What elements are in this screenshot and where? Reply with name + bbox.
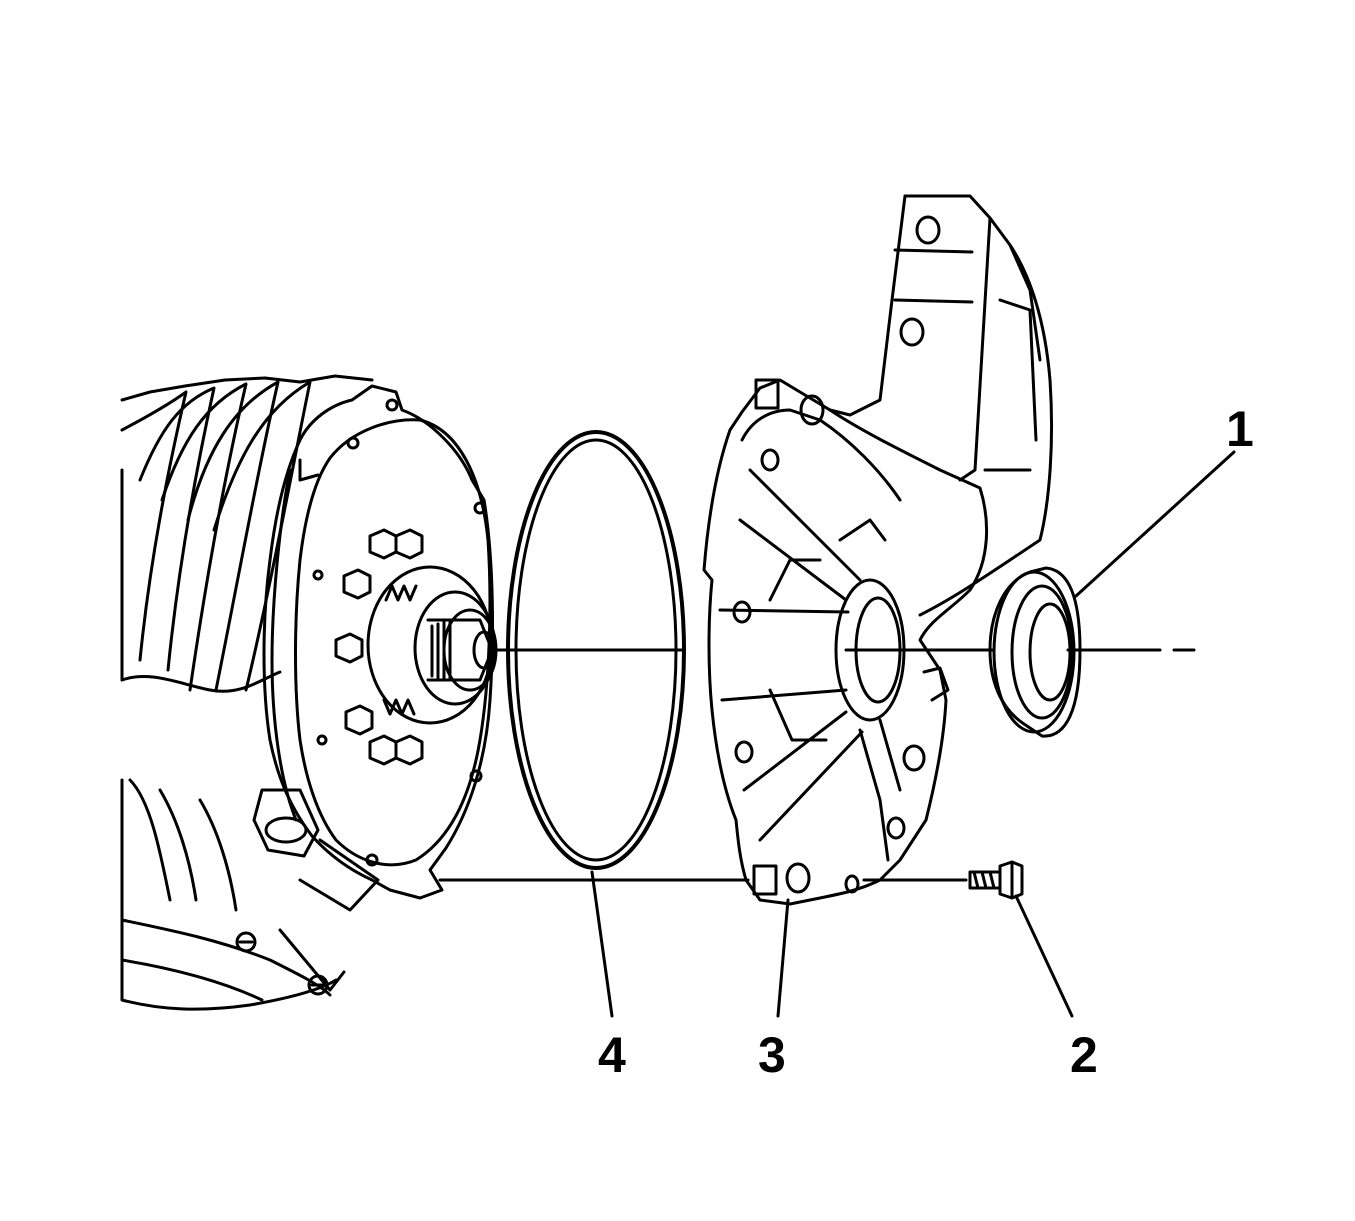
- callout-4: 4: [598, 1027, 626, 1083]
- callout-4-leader: [590, 870, 614, 1018]
- transmission-output-hub: [334, 528, 498, 766]
- callout-leaders: [590, 450, 1236, 1018]
- callout-2: 2: [1070, 1027, 1098, 1083]
- callout-3: 3: [758, 1027, 786, 1083]
- callout-1-leader: [1074, 450, 1236, 598]
- seal-ring: [988, 566, 1082, 738]
- callout-1: 1: [1226, 401, 1254, 457]
- alignment-lines: [438, 648, 1196, 882]
- bolt: [968, 860, 1024, 900]
- callout-3-leader: [776, 898, 790, 1018]
- transfer-case-cover: [702, 194, 1054, 906]
- transmission-housing: [120, 374, 494, 1011]
- callout-2-leader: [1014, 894, 1074, 1018]
